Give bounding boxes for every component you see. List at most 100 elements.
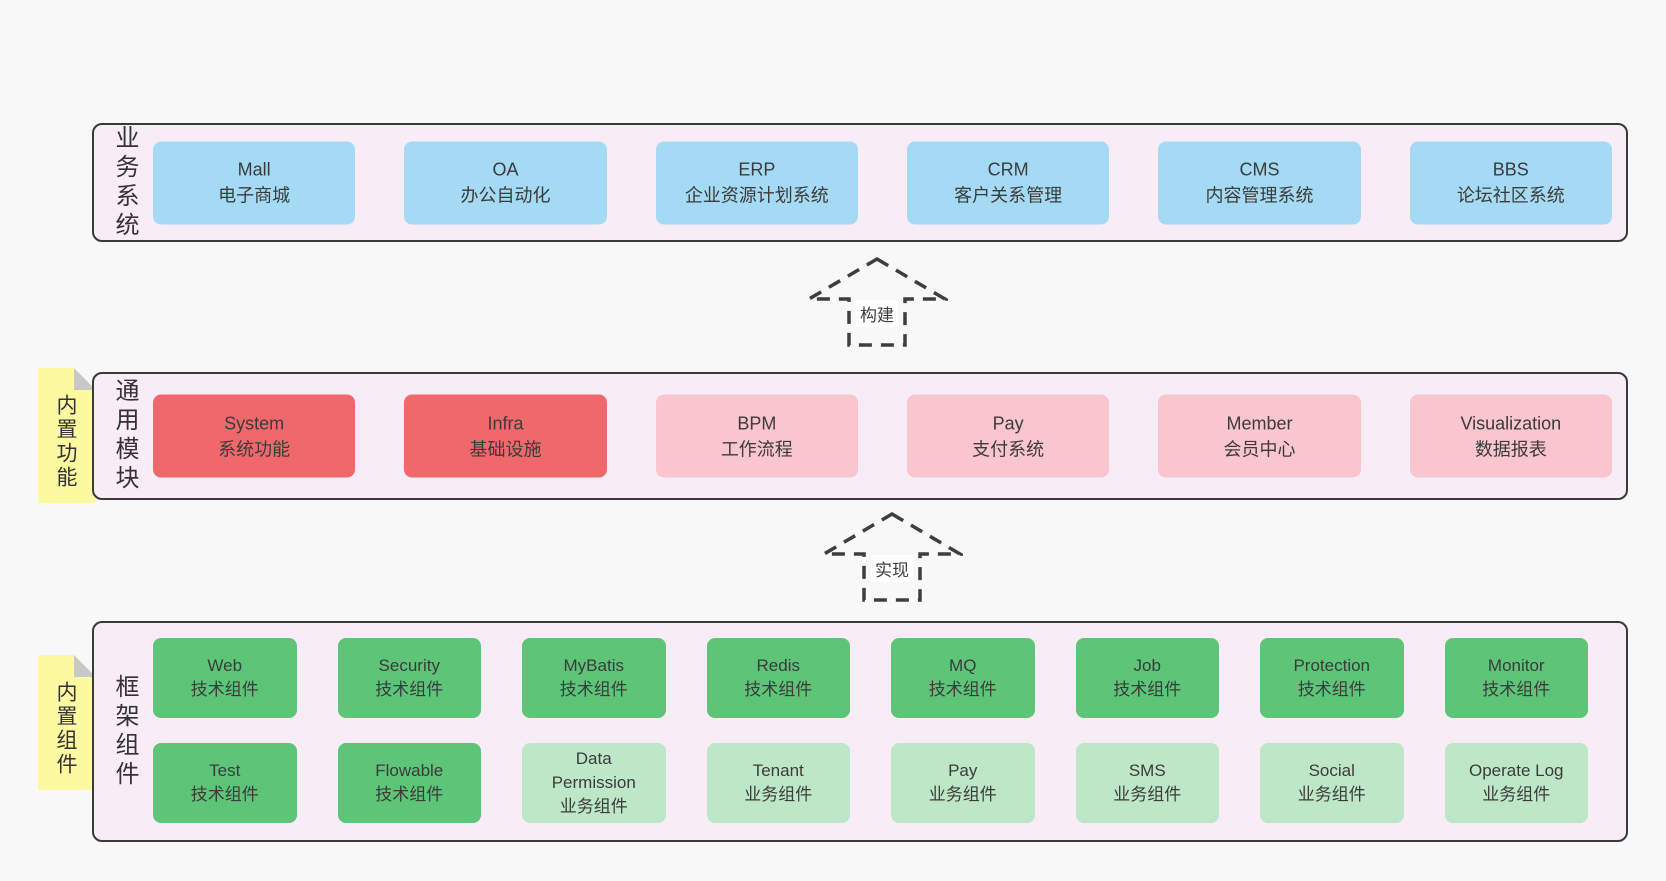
box-system: System 系统功能 bbox=[153, 394, 356, 478]
box-subtitle: 技术组件 bbox=[1482, 680, 1551, 699]
box-subtitle: 技术组件 bbox=[559, 680, 628, 699]
box-mall: Mall 电子商城 bbox=[153, 141, 356, 224]
box-bbs: BBS 论坛社区系统 bbox=[1409, 141, 1612, 224]
box-title: Security bbox=[378, 656, 440, 675]
box-subtitle: 技术组件 bbox=[744, 680, 813, 699]
box-subtitle: 数据报表 bbox=[1474, 439, 1547, 459]
box-data-permission: Data Permission 业务组件 bbox=[522, 743, 666, 823]
box-monitor: Monitor 技术组件 bbox=[1444, 638, 1588, 718]
box-title: BBS bbox=[1492, 159, 1529, 180]
box-redis: Redis 技术组件 bbox=[706, 638, 850, 718]
box-subtitle: 内容管理系统 bbox=[1205, 185, 1314, 206]
band-label-framework-components: 框架组件 bbox=[111, 673, 138, 790]
box-title: ERP bbox=[738, 159, 776, 180]
box-pay-component: Pay 业务组件 bbox=[891, 743, 1035, 823]
box-title: Flowable bbox=[375, 761, 444, 780]
box-title: MyBatis bbox=[563, 656, 624, 675]
box-subtitle: 客户关系管理 bbox=[954, 185, 1063, 206]
box-title: Social bbox=[1308, 761, 1355, 780]
box-operate-log: Operate Log 业务组件 bbox=[1444, 743, 1588, 823]
box-web: Web 技术组件 bbox=[153, 638, 297, 718]
box-title: Protection bbox=[1293, 656, 1371, 675]
box-job: Job 技术组件 bbox=[1075, 638, 1219, 718]
box-visualization: Visualization 数据报表 bbox=[1409, 394, 1612, 478]
box-title: Tenant bbox=[752, 761, 804, 780]
band-framework-components: 框架组件 Web 技术组件 Security 技术组件 MyBatis 技术组件… bbox=[92, 621, 1628, 842]
box-title: Visualization bbox=[1460, 413, 1562, 433]
box-subtitle: 技术组件 bbox=[190, 680, 259, 699]
box-oa: OA 办公自动化 bbox=[404, 141, 607, 224]
box-title: CMS bbox=[1239, 159, 1280, 180]
box-member: Member 会员中心 bbox=[1158, 394, 1361, 478]
box-title: Web bbox=[207, 656, 243, 675]
box-mq: MQ 技术组件 bbox=[891, 638, 1035, 718]
box-security: Security 技术组件 bbox=[337, 638, 481, 718]
arrow-implement: 实现 bbox=[821, 511, 963, 603]
box-title: CRM bbox=[987, 159, 1029, 180]
box-title: Job bbox=[1133, 656, 1161, 675]
box-flowable: Flowable 技术组件 bbox=[337, 743, 481, 823]
box-subtitle: 技术组件 bbox=[190, 785, 259, 804]
framework-components-row-2: Test 技术组件 Flowable 技术组件 Data Permission … bbox=[153, 743, 1588, 823]
box-subtitle: 技术组件 bbox=[375, 680, 444, 699]
box-title: Test bbox=[209, 761, 241, 780]
box-subtitle: 业务组件 bbox=[1113, 785, 1182, 804]
box-subtitle: 业务组件 bbox=[744, 785, 813, 804]
box-title: Infra bbox=[487, 413, 524, 433]
box-title: SMS bbox=[1128, 761, 1166, 780]
box-subtitle: 会员中心 bbox=[1223, 439, 1296, 459]
common-modules-grid: System 系统功能 Infra 基础设施 BPM 工作流程 Pay 支付系统… bbox=[153, 394, 1612, 478]
box-social: Social 业务组件 bbox=[1260, 743, 1404, 823]
box-protection: Protection 技术组件 bbox=[1260, 638, 1404, 718]
box-subtitle: 企业资源计划系统 bbox=[684, 185, 829, 206]
box-subtitle: 业务组件 bbox=[1482, 785, 1551, 804]
box-subtitle: 业务组件 bbox=[928, 785, 997, 804]
box-cms: CMS 内容管理系统 bbox=[1158, 141, 1361, 224]
box-subtitle: 基础设施 bbox=[469, 439, 542, 459]
box-infra: Infra 基础设施 bbox=[404, 394, 607, 478]
box-title: OA bbox=[492, 159, 519, 180]
box-tenant: Tenant 业务组件 bbox=[706, 743, 850, 823]
box-title: Redis bbox=[756, 656, 800, 675]
business-systems-grid: Mall 电子商城 OA 办公自动化 ERP 企业资源计划系统 CRM 客户关系… bbox=[153, 141, 1612, 224]
box-subtitle: 业务组件 bbox=[1297, 785, 1366, 804]
box-title: Monitor bbox=[1487, 656, 1545, 675]
box-title: MQ bbox=[949, 656, 977, 675]
box-title: Operate Log bbox=[1468, 761, 1564, 780]
arrow-build: 构建 bbox=[806, 256, 948, 348]
box-title: BPM bbox=[737, 413, 777, 433]
box-subtitle: 工作流程 bbox=[720, 439, 793, 459]
box-pay-module: Pay 支付系统 bbox=[906, 394, 1110, 478]
box-title: Mall bbox=[237, 159, 271, 180]
sticky-note-label: 内置功能 bbox=[54, 394, 77, 490]
band-label-common-modules: 通用模块 bbox=[111, 378, 138, 494]
box-bpm: BPM 工作流程 bbox=[655, 394, 858, 478]
band-common-modules: 通用模块 System 系统功能 Infra 基础设施 BPM 工作流程 Pay… bbox=[92, 372, 1628, 500]
box-title: Pay bbox=[992, 413, 1024, 433]
box-crm: CRM 客户关系管理 bbox=[906, 141, 1110, 224]
arrow-implement-label: 实现 bbox=[871, 555, 913, 582]
box-mybatis: MyBatis 技术组件 bbox=[522, 638, 666, 718]
box-subtitle: 业务组件 bbox=[559, 797, 628, 816]
box-subtitle: 论坛社区系统 bbox=[1456, 185, 1565, 206]
box-subtitle: 技术组件 bbox=[928, 680, 997, 699]
box-sms: SMS 业务组件 bbox=[1075, 743, 1219, 823]
box-title: Member bbox=[1226, 413, 1293, 433]
box-subtitle: 系统功能 bbox=[218, 439, 291, 459]
sticky-note-built-in-features: 内置功能 bbox=[38, 368, 96, 503]
framework-components-row-1: Web 技术组件 Security 技术组件 MyBatis 技术组件 Redi… bbox=[153, 638, 1588, 718]
box-title: System bbox=[224, 413, 285, 433]
band-business-systems: 业务系统 Mall 电子商城 OA 办公自动化 ERP 企业资源计划系统 CRM… bbox=[92, 123, 1628, 242]
band-label-business-systems: 业务系统 bbox=[111, 124, 138, 241]
box-subtitle: 办公自动化 bbox=[460, 185, 551, 206]
sticky-note-label: 内置组件 bbox=[54, 681, 77, 777]
sticky-note-built-in-components: 内置组件 bbox=[38, 655, 96, 790]
box-subtitle: 技术组件 bbox=[1297, 680, 1366, 699]
box-title: Pay bbox=[948, 761, 978, 780]
box-title: Data Permission bbox=[551, 749, 636, 792]
box-erp: ERP 企业资源计划系统 bbox=[655, 141, 858, 224]
box-subtitle: 技术组件 bbox=[375, 785, 444, 804]
arrow-build-label: 构建 bbox=[856, 300, 898, 327]
box-subtitle: 支付系统 bbox=[972, 439, 1045, 459]
box-subtitle: 技术组件 bbox=[1113, 680, 1182, 699]
